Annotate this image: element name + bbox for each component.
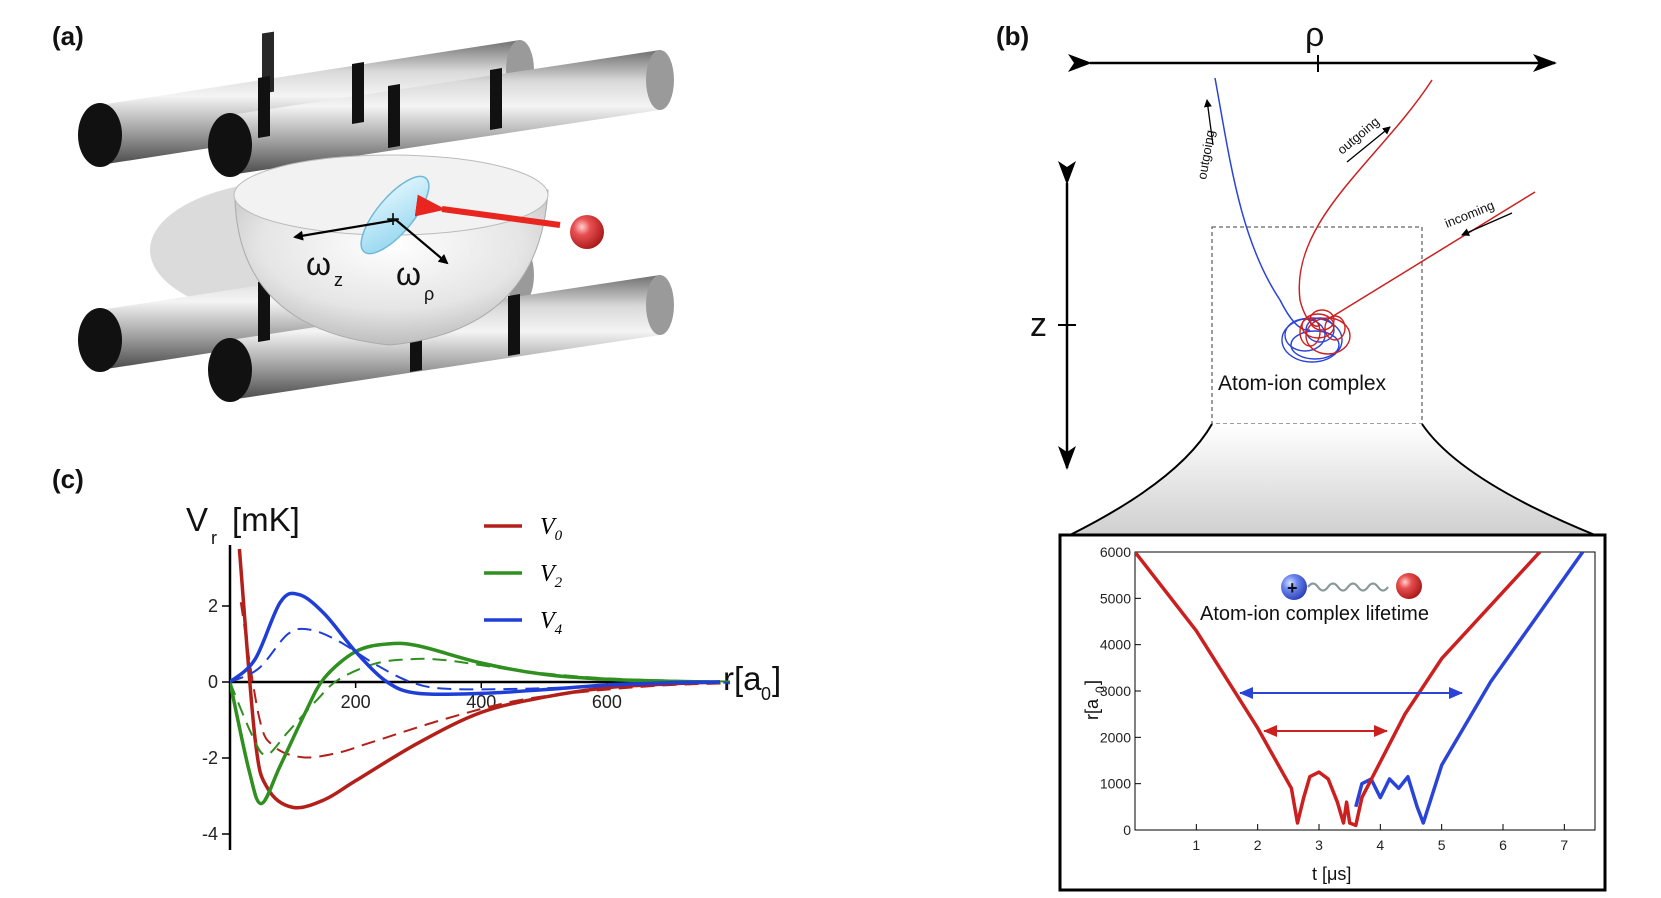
inset-xlabel: t [μs]	[1312, 864, 1351, 884]
funnel-edge-right	[1421, 423, 1596, 536]
omega-rho-label: ω	[396, 256, 421, 292]
legend-v2: V2	[540, 561, 563, 591]
label-outgoing-red: outgoing	[1334, 114, 1382, 158]
rod-band	[508, 294, 520, 356]
rod-band	[490, 68, 502, 130]
legend-v0: V0	[540, 514, 563, 544]
inset-ylabel-group: r[a 0 ]	[1082, 680, 1107, 720]
c-xlabel-close: ]	[772, 660, 781, 697]
inset-ytick-label: 3000	[1100, 683, 1131, 699]
ion-ball	[1281, 574, 1307, 600]
ion-mark: +	[1287, 578, 1298, 598]
c-ylabel-unit: [mK]	[232, 501, 300, 538]
complex-label: Atom-ion complex	[1218, 372, 1387, 395]
trajectory-red-incoming	[1329, 191, 1536, 319]
rod-band	[388, 84, 400, 148]
arrow-outgoing-red	[1346, 126, 1391, 163]
omega-rho-arrow	[395, 219, 449, 265]
label-incoming-red: incoming	[1443, 197, 1497, 230]
omega-z-label: ω	[306, 246, 331, 282]
label-outgoing-blue: outgoing	[1194, 129, 1217, 181]
c-series-v0-dashed	[239, 602, 730, 759]
label-outgoing-blue-group: outgoing	[1194, 129, 1217, 181]
omega-rho-sub: ρ	[424, 284, 434, 304]
c-ytick-label: 2	[208, 596, 218, 616]
inset-lines	[1135, 552, 1585, 828]
rod-band	[258, 76, 270, 138]
inset-xtick-label: 5	[1438, 837, 1446, 853]
bond-spring	[1307, 582, 1389, 592]
c-xlabel: r[a	[723, 660, 762, 697]
panel-b: (b) ρ z outgoing	[996, 16, 1607, 892]
inset-ytick-label: 6000	[1100, 544, 1131, 560]
inset-xtick-label: 1	[1192, 837, 1200, 853]
panel-a-label: (a)	[52, 21, 84, 51]
rod-band	[352, 62, 364, 124]
c-series-v0	[237, 548, 721, 810]
c-series-v4	[230, 591, 721, 697]
arrow-incoming-red	[1461, 212, 1513, 236]
c-xtick-label: 600	[592, 692, 622, 712]
trajectory-loops	[1281, 309, 1351, 363]
inset-frame	[1058, 533, 1607, 892]
inset-ytick-label: 0	[1123, 822, 1131, 838]
inset-ylabel: r[a	[1082, 698, 1102, 720]
z-label: z	[1030, 306, 1047, 344]
inset-ytick-label: 1000	[1100, 776, 1131, 792]
panel-a: (a)	[52, 21, 674, 402]
c-xlabel-sub: 0	[761, 684, 771, 704]
c-xtick-label: 200	[341, 692, 371, 712]
funnel-edge-left	[1069, 423, 1213, 536]
inset-series-red	[1135, 552, 1542, 828]
panel-c-label: (c)	[52, 464, 84, 494]
label-outgoing-red-group: outgoing	[1334, 114, 1382, 158]
inset-xtick-label: 6	[1499, 837, 1507, 853]
trajectory-blue-outgoing	[1214, 77, 1311, 331]
c-ylabel-sub: r	[211, 528, 217, 548]
label-incoming-red-group: incoming	[1443, 197, 1497, 230]
rod-front-top	[208, 50, 674, 177]
ion-cloud	[360, 175, 430, 255]
inset-ytick-label: 2000	[1100, 729, 1131, 745]
atom-ball-inset	[1396, 573, 1422, 599]
inset-xtick-label: 2	[1254, 837, 1262, 853]
zoom-funnel	[1070, 424, 1595, 535]
rho-label: ρ	[1305, 16, 1324, 54]
c-lines	[230, 548, 730, 810]
inset-ytick-label: 4000	[1100, 637, 1131, 653]
c-ytick-label: 0	[208, 672, 218, 692]
omega-z-sub: z	[334, 270, 343, 290]
omega-z-arrow	[293, 218, 397, 241]
inset-xtick-label: 3	[1315, 837, 1323, 853]
c-ytick-label: -2	[202, 748, 218, 768]
inset-ylabel-close: ]	[1082, 680, 1102, 685]
c-ytick-label: -4	[202, 824, 218, 844]
inset-ticks: 1 2 3 4 5 6 7 0 1000 2000 3000 4000 5000 6000	[1100, 544, 1569, 853]
c-series-v4-dashed	[230, 627, 730, 691]
c-series-v2	[230, 641, 721, 806]
lifetime-label: Atom-ion complex lifetime	[1200, 603, 1429, 625]
inset-xtick-label: 4	[1376, 837, 1384, 853]
rod-front-bottom	[208, 275, 674, 402]
c-ylabel: V	[186, 501, 208, 538]
c-legend: V0 V2 V4	[484, 514, 563, 638]
trajectory-red-outgoing	[1298, 79, 1433, 327]
c-series-v2-dashed	[230, 657, 730, 756]
panel-b-label: (b)	[996, 21, 1029, 51]
atom-ball	[570, 215, 604, 249]
legend-v4: V4	[540, 608, 563, 638]
inset-ylabel-sub: 0	[1093, 686, 1107, 693]
inset-xtick-label: 7	[1560, 837, 1568, 853]
arrow-outgoing-blue	[1203, 99, 1214, 146]
rod-band	[258, 280, 270, 342]
incoming-atom-arrow	[414, 194, 561, 228]
inset-ytick-label: 5000	[1100, 590, 1131, 606]
center-mark: +	[386, 206, 400, 233]
